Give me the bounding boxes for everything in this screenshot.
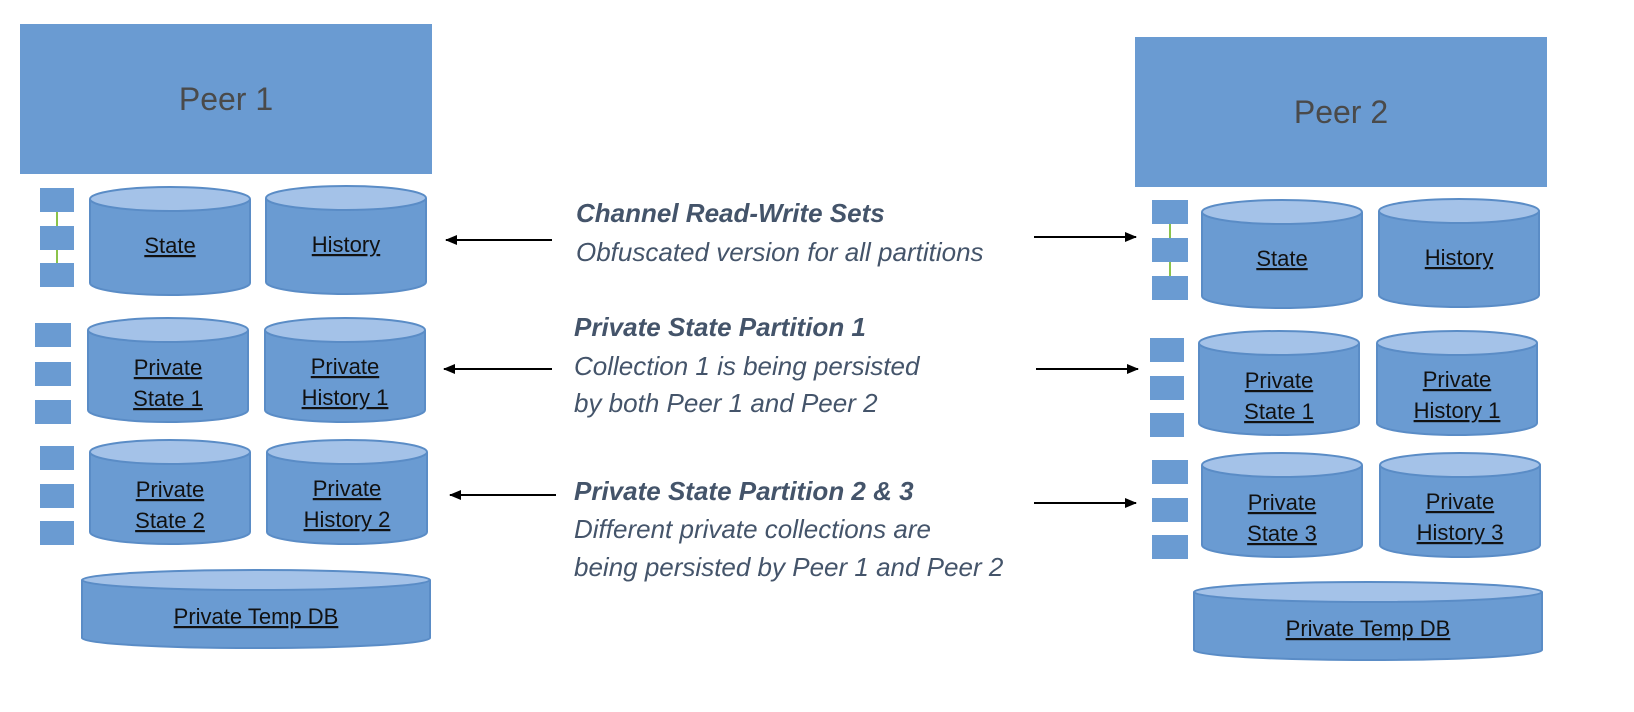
peer-1-private-state-2-label-line1: Private xyxy=(136,477,204,502)
peer-1-state-cylinder: State xyxy=(89,186,251,296)
peer-1-private-temp-db-label: Private Temp DB xyxy=(174,604,339,629)
description-2-title: Private State Partition 1 xyxy=(574,312,866,342)
peer-2-private-history-3-label-line1: Private xyxy=(1426,489,1494,514)
peer-2-private-history-3-label-line2: History 3 xyxy=(1417,520,1504,545)
description-3-line-2: being persisted by Peer 1 and Peer 2 xyxy=(574,552,1004,582)
peer-2-history-label: History xyxy=(1425,245,1493,270)
description-3-title: Private State Partition 2 & 3 xyxy=(574,476,914,506)
description-channel-rw-sets: Channel Read-Write Sets Obfuscated versi… xyxy=(576,198,984,267)
peer-1-private-history-1-label-line2: History 1 xyxy=(302,385,389,410)
peer-2-block-stack-1 xyxy=(1152,200,1188,300)
peer-1-private-history-1-cylinder: Private History 1 xyxy=(264,317,426,423)
peer-1-block-stack-1 xyxy=(40,188,74,287)
peer-1-private-history-2-label-line1: Private xyxy=(313,476,381,501)
peer-1-private-state-2-label-line2: State 2 xyxy=(135,508,205,533)
peer-1-private-history-1-label-line1: Private xyxy=(311,354,379,379)
peer-2-private-state-3-label-line2: State 3 xyxy=(1247,521,1317,546)
peer-2-block-stack-3 xyxy=(1152,460,1188,559)
peer-2-title: Peer 2 xyxy=(1294,94,1388,130)
peer-1-private-state-2-cylinder: Private State 2 xyxy=(89,439,251,545)
description-2-line-2: by both Peer 1 and Peer 2 xyxy=(574,388,878,418)
peer-2-private-state-1-cylinder: Private State 1 xyxy=(1198,330,1360,436)
peer-2-state-label: State xyxy=(1256,246,1307,271)
peer-2-private-temp-db-label: Private Temp DB xyxy=(1286,616,1451,641)
peer-2-state-cylinder: State xyxy=(1201,199,1363,309)
peer-2-private-state-3-cylinder: Private State 3 xyxy=(1201,452,1363,558)
peer-1-title: Peer 1 xyxy=(179,81,273,117)
peer-1-private-temp-db-cylinder: Private Temp DB xyxy=(81,569,431,649)
peer-2-private-history-1-label-line2: History 1 xyxy=(1414,398,1501,423)
peer-2-private-temp-db-cylinder: Private Temp DB xyxy=(1193,581,1543,661)
description-2-line-1: Collection 1 is being persisted xyxy=(574,351,921,381)
peer-1-history-label: History xyxy=(312,232,380,257)
peer-1-private-history-2-label-line2: History 2 xyxy=(304,507,391,532)
peer-2-private-state-1-label-line1: Private xyxy=(1245,368,1313,393)
description-3-line-1: Different private collections are xyxy=(574,514,931,544)
peer-1-private-state-1-label-line2: State 1 xyxy=(133,386,203,411)
peer-2-private-state-3-label-line1: Private xyxy=(1248,490,1316,515)
description-1-line-1: Obfuscated version for all partitions xyxy=(576,237,984,267)
peer-2-private-history-1-label-line1: Private xyxy=(1423,367,1491,392)
peer-1-state-label: State xyxy=(144,233,195,258)
peer-2-header-box xyxy=(1135,37,1547,187)
peer-1-private-state-1-cylinder: Private State 1 xyxy=(87,317,249,423)
peer-1-header-box xyxy=(20,24,432,174)
peer-1: Peer 1 State His xyxy=(20,24,432,649)
description-private-partition-2-3: Private State Partition 2 & 3 Different … xyxy=(574,476,1004,582)
peer-1-block-stack-2 xyxy=(35,323,71,424)
peer-1-block-stack-3 xyxy=(40,446,74,545)
peer-1-history-cylinder: History xyxy=(265,185,427,295)
peer-2-private-state-1-label-line2: State 1 xyxy=(1244,399,1314,424)
description-private-partition-1: Private State Partition 1 Collection 1 i… xyxy=(574,312,921,418)
peer-2: Peer 2 State History xyxy=(1135,37,1547,661)
peer-2-history-cylinder: History xyxy=(1378,198,1540,308)
peer-2-private-history-3-cylinder: Private History 3 xyxy=(1379,452,1541,558)
peer-1-private-history-2-cylinder: Private History 2 xyxy=(266,439,428,545)
description-1-title: Channel Read-Write Sets xyxy=(576,198,885,228)
peer-2-private-history-1-cylinder: Private History 1 xyxy=(1376,330,1538,436)
peer-1-private-state-1-label-line1: Private xyxy=(134,355,202,380)
peer-2-block-stack-2 xyxy=(1150,338,1184,437)
